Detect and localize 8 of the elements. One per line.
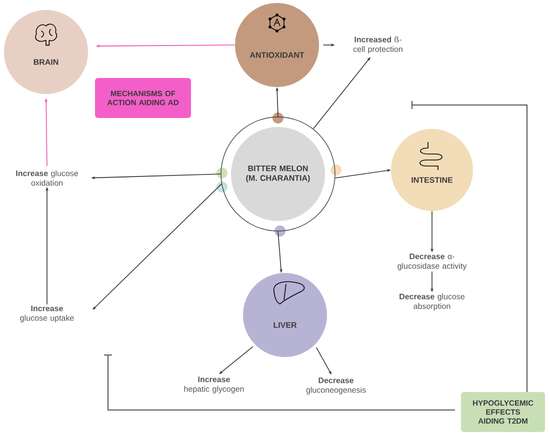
arrow bbox=[312, 57, 370, 130]
effect-text: Increased ß-cell protection bbox=[353, 36, 402, 54]
effect-text: Increase glucose oxidation bbox=[16, 170, 78, 186]
effect-text: Increase hepatic glycogen bbox=[184, 376, 244, 394]
effect-text: Decrease α-glucosidase activity bbox=[398, 254, 467, 270]
effect-text: Increase glucose uptake bbox=[20, 306, 74, 322]
effect-text: Decrease gluconeogenesis bbox=[306, 378, 366, 394]
effect-text: Decrease glucose absorption bbox=[400, 293, 465, 311]
